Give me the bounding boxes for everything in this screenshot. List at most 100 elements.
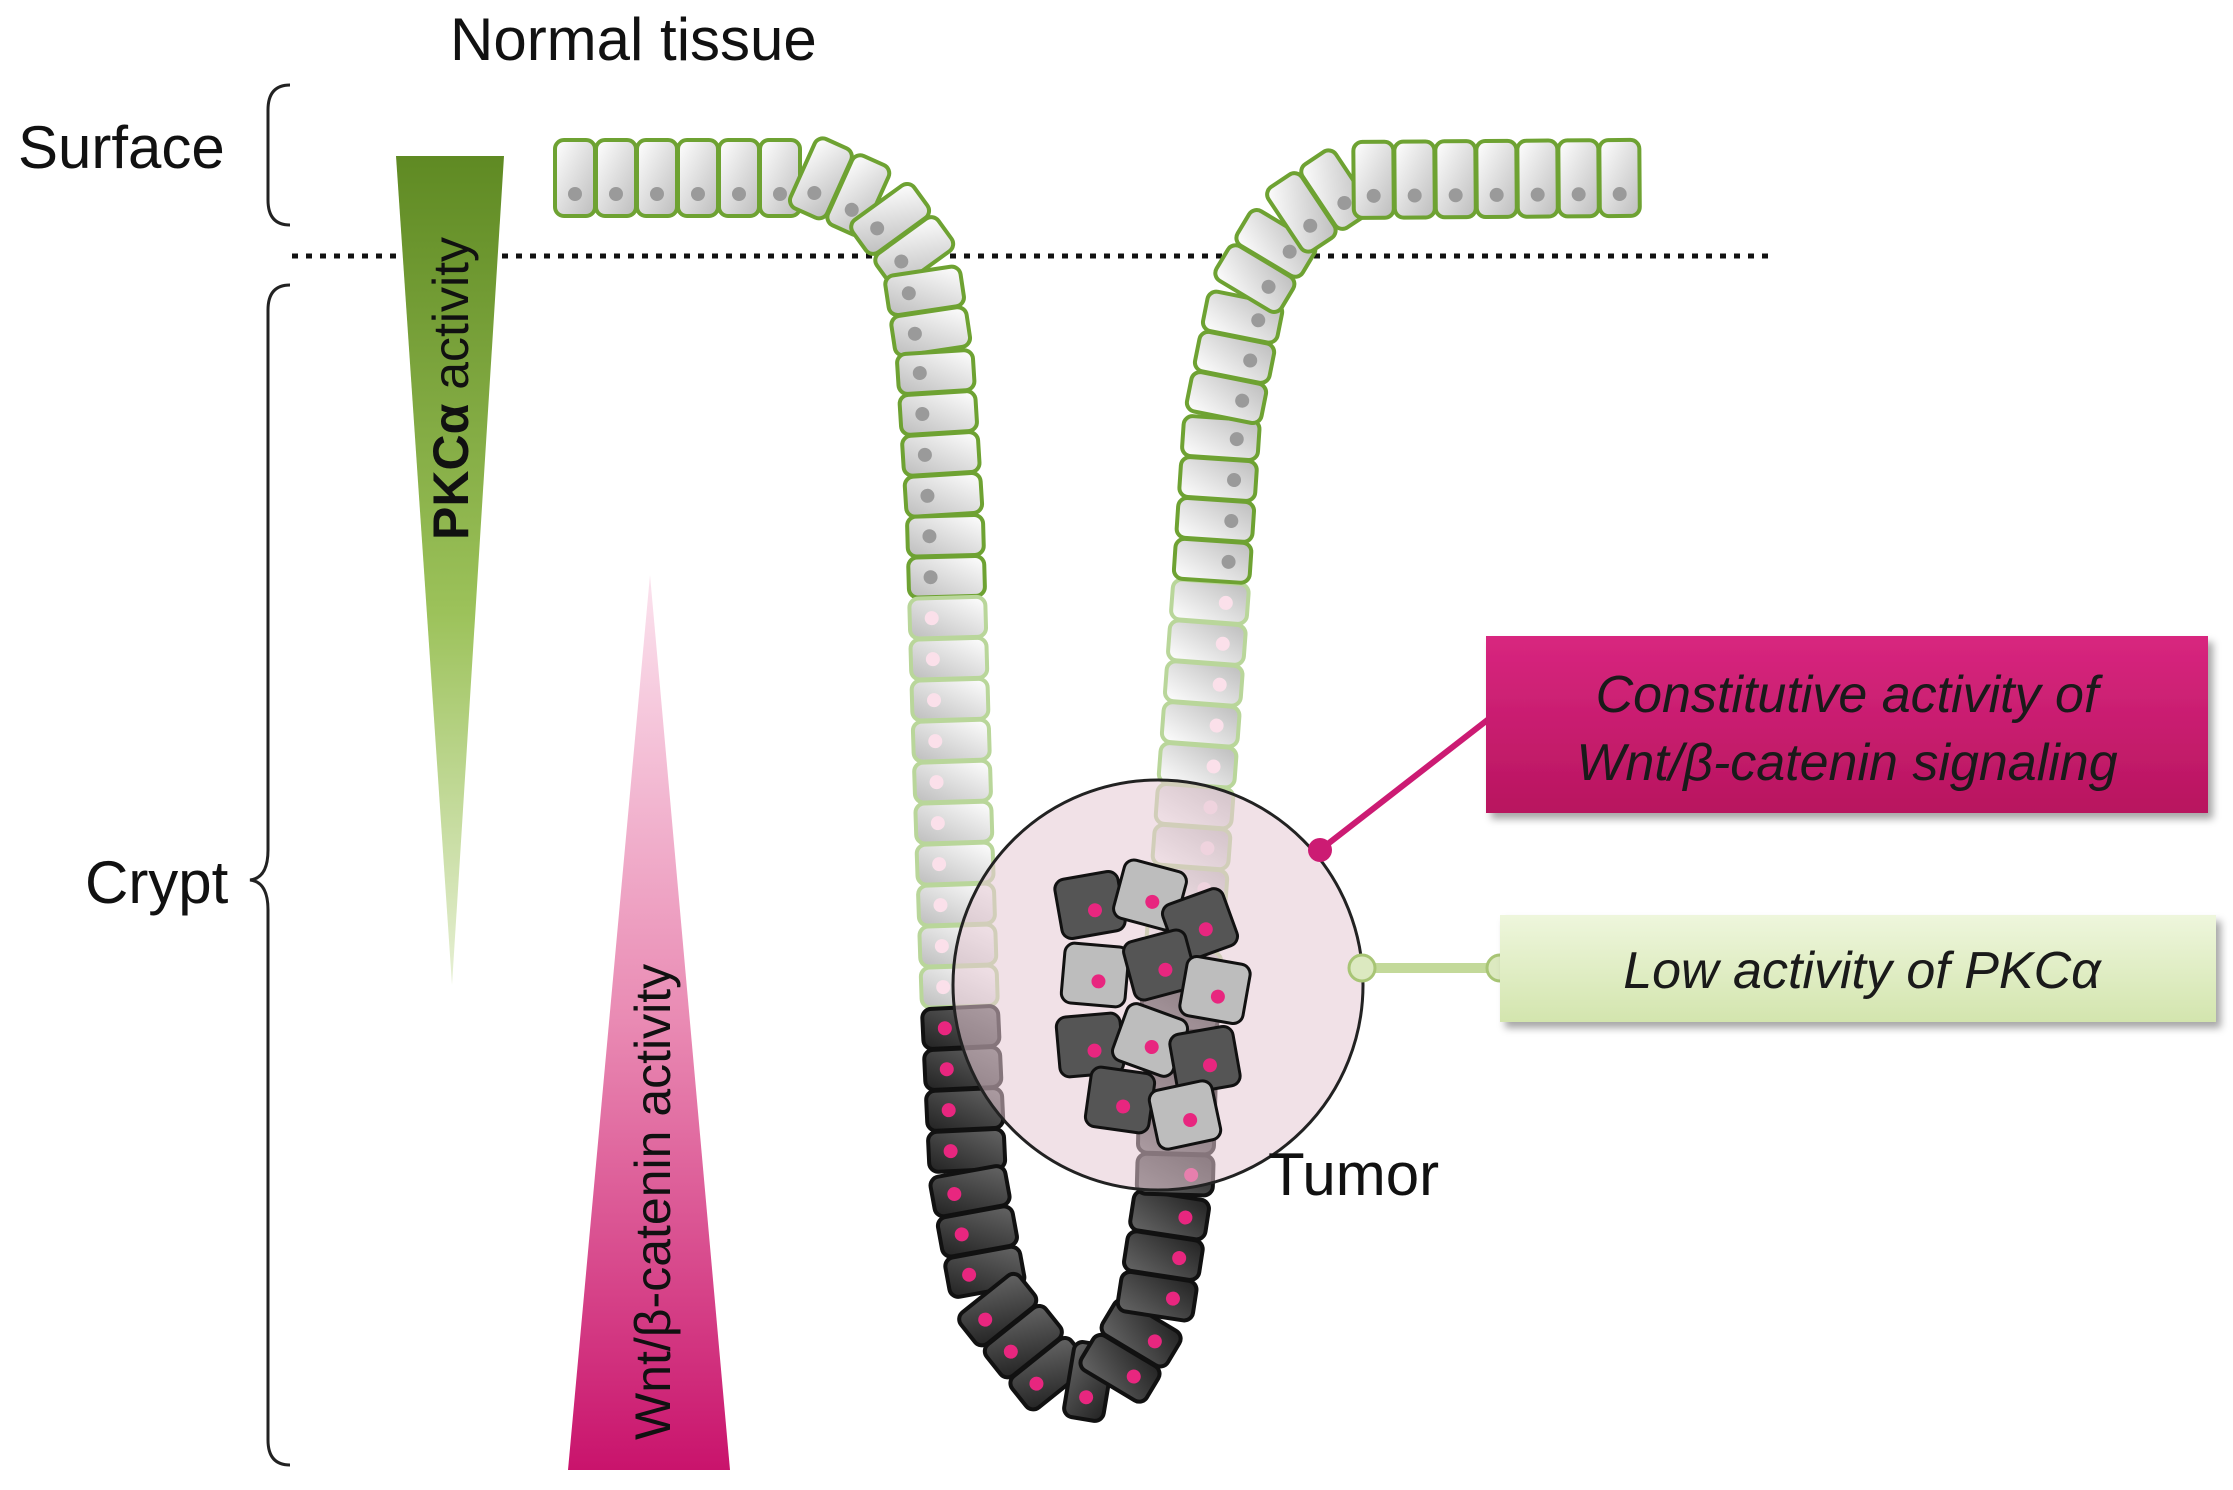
cell-body bbox=[908, 635, 990, 682]
epithelial-cell bbox=[1128, 1188, 1211, 1242]
cell-nucleus bbox=[932, 857, 947, 872]
pkc-activity-label: PKCα activity bbox=[423, 237, 479, 540]
cell-body bbox=[1171, 536, 1254, 585]
cell-nucleus bbox=[1126, 1369, 1141, 1384]
epithelial-cell bbox=[1474, 138, 1519, 219]
cell-nucleus bbox=[954, 1227, 969, 1242]
cell-body bbox=[1351, 139, 1396, 220]
tumor-cell-nucleus bbox=[1087, 1043, 1102, 1058]
cell-nucleus bbox=[929, 775, 944, 790]
tumor-cell-nucleus bbox=[1091, 974, 1106, 989]
epithelial-cell bbox=[907, 594, 989, 641]
cell-nucleus bbox=[1003, 1344, 1018, 1359]
cell-nucleus bbox=[923, 570, 938, 585]
cell-body bbox=[1166, 618, 1248, 667]
tumor-cell-nucleus bbox=[1198, 922, 1213, 937]
cell-nucleus bbox=[1366, 188, 1381, 203]
tumor-cell-body bbox=[1147, 1079, 1223, 1151]
low-pkc-callout-box bbox=[1500, 915, 2216, 1022]
cell-body bbox=[913, 799, 995, 846]
cell-nucleus bbox=[920, 488, 935, 503]
cell-nucleus bbox=[1218, 595, 1233, 610]
cell-nucleus bbox=[1178, 1210, 1193, 1225]
tumor-label: Tumor bbox=[1268, 1141, 1439, 1208]
cell-body bbox=[1474, 138, 1519, 219]
cell-body bbox=[1162, 659, 1245, 708]
cell-body bbox=[910, 717, 992, 764]
cell-nucleus bbox=[924, 611, 939, 626]
cell-nucleus bbox=[939, 1062, 954, 1077]
cell-body bbox=[594, 138, 638, 218]
low-pkc-callout-text: Low activity of PKCα bbox=[1623, 942, 2102, 1000]
cell-nucleus bbox=[1235, 393, 1250, 408]
constitutive-callout-box bbox=[1486, 636, 2208, 813]
epithelial-cell bbox=[900, 430, 982, 478]
cell-nucleus bbox=[936, 980, 951, 995]
cell-body bbox=[1128, 1188, 1211, 1242]
epithelial-cell bbox=[553, 138, 597, 218]
cell-nucleus bbox=[1147, 1334, 1162, 1349]
cell-nucleus bbox=[807, 186, 822, 201]
cell-body bbox=[676, 138, 720, 218]
cell-nucleus bbox=[926, 693, 941, 708]
epithelial-cell bbox=[1177, 455, 1259, 503]
cell-nucleus bbox=[941, 1103, 956, 1118]
cell-body bbox=[900, 430, 982, 478]
tumor-cell-nucleus bbox=[1158, 962, 1173, 977]
epithelial-cell bbox=[897, 389, 979, 437]
cell-body bbox=[873, 215, 956, 290]
cell-nucleus bbox=[901, 286, 916, 301]
wnt-activity-label: Wnt/β-catenin activity bbox=[625, 964, 681, 1440]
epithelial-cell bbox=[676, 138, 720, 218]
cell-nucleus bbox=[962, 1267, 977, 1282]
epithelial-cell bbox=[905, 512, 986, 559]
epithelial-cell bbox=[635, 138, 679, 218]
tumor-cell-cluster bbox=[1053, 858, 1252, 1151]
cell-nucleus bbox=[1337, 195, 1352, 210]
cell-body bbox=[909, 676, 991, 723]
epithelial-cell bbox=[1122, 1229, 1205, 1282]
pkc-label-rest: activity bbox=[423, 237, 479, 404]
constitutive-connector bbox=[1318, 715, 1492, 853]
epithelial-cell bbox=[909, 676, 991, 723]
cell-nucleus bbox=[1612, 187, 1627, 202]
cell-nucleus bbox=[1215, 636, 1230, 651]
cell-nucleus bbox=[894, 254, 909, 269]
cell-nucleus bbox=[844, 202, 859, 217]
cell-body bbox=[905, 512, 986, 559]
epithelial-cell bbox=[1392, 139, 1437, 220]
epithelial-cell bbox=[910, 717, 992, 764]
cell-nucleus bbox=[1165, 1291, 1180, 1306]
epithelial-cell bbox=[1166, 618, 1248, 667]
epithelial-cell bbox=[895, 348, 977, 396]
tumor-cell-nucleus bbox=[1116, 1099, 1131, 1114]
cell-nucleus bbox=[650, 187, 664, 201]
cell-nucleus bbox=[1206, 759, 1221, 774]
epithelial-cell bbox=[873, 215, 956, 290]
epithelial-cell bbox=[1556, 138, 1601, 219]
cell-nucleus bbox=[1212, 677, 1227, 692]
cell-nucleus bbox=[1243, 353, 1258, 368]
cell-nucleus bbox=[912, 366, 927, 381]
epithelial-cell bbox=[1162, 659, 1245, 708]
cell-body bbox=[906, 553, 987, 600]
epithelial-cell bbox=[594, 138, 638, 218]
epithelial-cell bbox=[1234, 208, 1318, 279]
cell-nucleus bbox=[1172, 1251, 1187, 1266]
epithelial-cell bbox=[1351, 139, 1396, 220]
cell-body bbox=[1597, 137, 1642, 219]
epithelial-cell bbox=[906, 553, 987, 600]
tumor-cell-nucleus bbox=[1087, 903, 1102, 918]
cell-nucleus bbox=[1251, 313, 1266, 328]
crypt-label: Crypt bbox=[85, 849, 229, 916]
cell-body bbox=[897, 389, 979, 437]
crypt-bracket-icon bbox=[249, 283, 291, 1467]
cell-nucleus bbox=[933, 898, 948, 913]
cell-body bbox=[895, 348, 977, 396]
constitutive-connector-dot bbox=[1308, 838, 1332, 862]
epithelial-cell bbox=[1159, 700, 1242, 749]
cell-nucleus bbox=[915, 406, 930, 421]
epithelial-cell bbox=[912, 758, 993, 805]
tumor-cell-nucleus bbox=[1202, 1058, 1217, 1073]
